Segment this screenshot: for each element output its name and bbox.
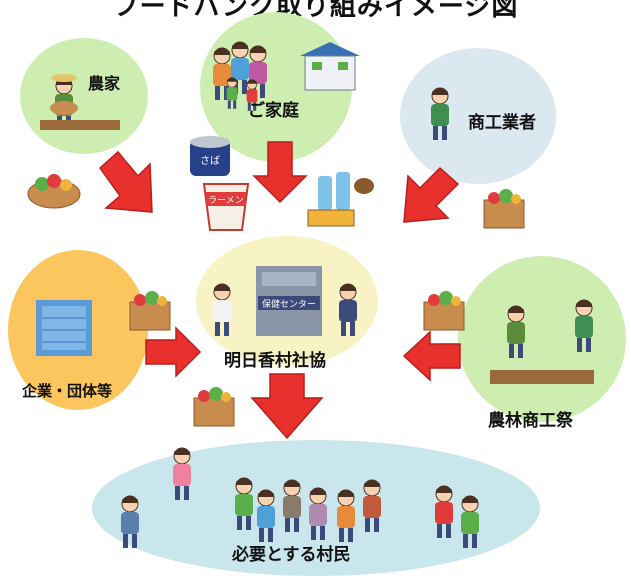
box-icon-center xyxy=(193,386,235,427)
company-building-icon xyxy=(36,300,92,356)
arrow-festival-to-center xyxy=(402,330,461,382)
center-label: 明日香村社協 xyxy=(224,351,326,371)
farmer-figure xyxy=(50,74,78,131)
box-icon-company xyxy=(129,290,171,331)
merchant-bubble xyxy=(400,48,556,184)
arrow-merchant-to-center xyxy=(403,166,460,223)
festival-field-icon xyxy=(490,370,594,384)
cup-ramen-icon: ラーメン xyxy=(202,183,250,231)
festival-label: 農林商工祭 xyxy=(488,411,573,431)
household-label: ご家庭 xyxy=(248,101,299,121)
canned-fish-icon: さば xyxy=(190,136,230,176)
merchant-label: 商工業者 xyxy=(468,113,536,133)
ramen-label: ラーメン xyxy=(208,195,244,206)
staff-figure-right xyxy=(338,283,358,337)
basket-icon xyxy=(27,173,81,209)
festival-farmer-figure xyxy=(506,305,526,359)
merchant-figure xyxy=(430,87,450,141)
page-title: フードバンク取り組みイメージ図 xyxy=(112,0,519,22)
festival-bubble xyxy=(458,256,626,422)
farmer-bubble xyxy=(20,38,148,154)
arrow-farmer-to-center xyxy=(98,150,153,213)
health-center-icon: 保健センター xyxy=(256,266,322,336)
box-icon-merchant xyxy=(483,188,525,229)
illustration-layer: さば ラーメン 保健センター xyxy=(27,41,594,549)
house-icon xyxy=(300,42,360,91)
arrow-company-to-center xyxy=(145,326,202,378)
farmer-label: 農家 xyxy=(88,74,121,93)
villagers-figures xyxy=(120,447,480,549)
arrow-center-to-villagers xyxy=(250,373,324,440)
health-center-sign: 保健センター xyxy=(262,298,316,310)
groceries-icon xyxy=(307,172,374,227)
arrow-household-to-center xyxy=(252,141,308,204)
villagers-label: 必要とする村民 xyxy=(232,545,351,565)
field-icon xyxy=(40,120,120,130)
festival-merchant-figure xyxy=(574,299,594,353)
can-label: さば xyxy=(200,155,220,167)
box-icon-festival xyxy=(423,290,465,331)
company-label: 企業・団体等 xyxy=(22,382,113,400)
staff-figure-left xyxy=(212,283,232,337)
